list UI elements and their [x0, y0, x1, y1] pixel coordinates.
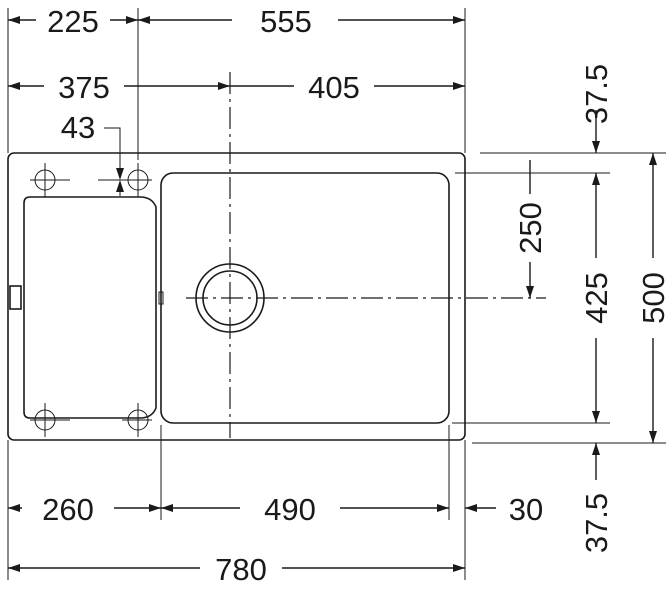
overflow-slot	[9, 285, 22, 310]
dimension-row-top: 225 555	[8, 4, 465, 39]
dim-225: 225	[47, 4, 99, 39]
dim-500: 500	[636, 272, 671, 324]
dimension-column-right: 37.5 425 37.5	[579, 64, 614, 553]
dimension-500: 500	[636, 153, 671, 443]
extension-lines	[7, 8, 666, 580]
dim-405: 405	[308, 70, 360, 105]
drainer-board	[23, 196, 157, 419]
dimension-row-overall: 780	[8, 552, 465, 587]
dimension-250: 250	[513, 160, 548, 298]
dim-555: 555	[260, 4, 312, 39]
bowl-connector	[158, 291, 164, 305]
tap-hole-icon	[98, 163, 152, 197]
tap-hole-icon	[30, 163, 70, 197]
dim-490: 490	[264, 492, 316, 527]
countertop-cutout	[7, 152, 466, 441]
dimension-row-second: 375 405	[8, 70, 465, 105]
dim-30: 30	[509, 492, 543, 527]
dim-260: 260	[42, 492, 94, 527]
dim-37-5-top: 37.5	[579, 64, 614, 124]
dimension-row-bottom: 260 490 30	[8, 492, 543, 527]
dim-375: 375	[58, 70, 110, 105]
dim-250: 250	[513, 202, 548, 254]
fixing-holes	[30, 163, 152, 437]
dim-37-5-bottom: 37.5	[579, 493, 614, 553]
dim-43: 43	[61, 110, 95, 145]
dim-425: 425	[579, 272, 614, 324]
dimension-43: 43	[61, 110, 124, 196]
tap-hole-icon	[122, 403, 152, 437]
sink-outline	[7, 152, 466, 441]
tap-hole-icon	[30, 403, 70, 437]
dim-780: 780	[215, 552, 267, 586]
